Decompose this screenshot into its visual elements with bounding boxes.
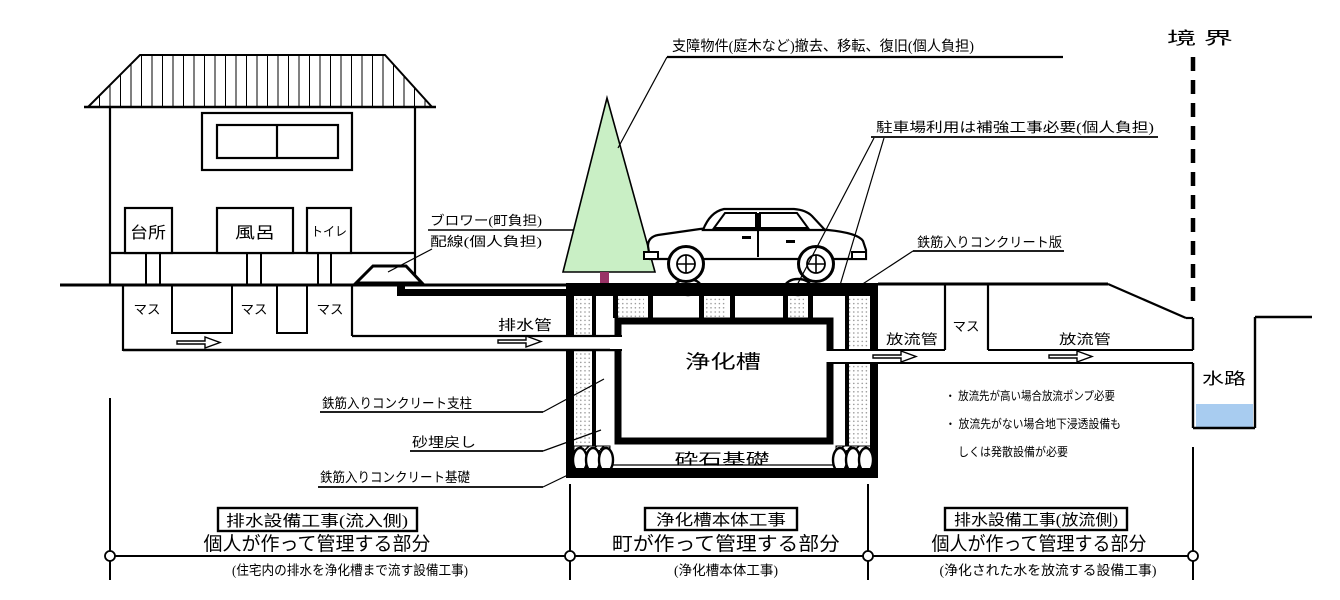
slab-label: 鉄筋入りコンクリート版 <box>917 234 1062 250</box>
wiring-leader <box>387 248 433 273</box>
car-front-bumper <box>643 251 659 260</box>
kitchen-room <box>123 206 174 255</box>
septic-tank: 浄化槽 砕石基礎 <box>566 283 878 478</box>
masu-label-2: マス <box>241 302 268 317</box>
section-tank-title: 浄化槽本体工事 <box>656 511 786 529</box>
pillar-leader <box>542 378 605 413</box>
tree <box>561 94 657 285</box>
gravel-base-label: 砕石基礎 <box>675 451 770 468</box>
obstruction-label: 支障物件(庭木など)撤去、移転、復旧(個人負担) <box>672 37 974 55</box>
toilet-label: トイレ <box>311 224 347 239</box>
blower-label: ブロワー(町負担) <box>430 213 542 228</box>
parking-label: 駐車場利用は補強工事必要(個人負担) <box>876 120 1154 135</box>
flow-arrow-outflow-1 <box>872 349 919 364</box>
flow-arrow-drain <box>497 334 544 349</box>
car <box>643 207 868 283</box>
foundation-label: 鉄筋入りコンクリート基礎 <box>320 469 470 485</box>
masu-pits <box>171 285 308 334</box>
parking-leader-2 <box>837 137 885 293</box>
masu-label-1: マス <box>134 302 161 317</box>
boundary: 境 界 <box>1167 29 1233 580</box>
right-outflow: マス 放流管 放流管 <box>829 282 1193 364</box>
waterway-water <box>1196 404 1253 427</box>
foundation-stones <box>571 446 875 474</box>
ground-and-excavation: マス マス マス 排水管 <box>60 283 622 352</box>
drain-pipe-label: 排水管 <box>498 318 552 334</box>
house-roof <box>85 54 435 108</box>
top-annotations: 支障物件(庭木など)撤去、移転、復旧(個人負担) 駐車場利用は補強工事必要(個人… <box>617 37 1158 293</box>
car-rear-window <box>759 212 810 229</box>
car-front-wheel <box>667 245 705 283</box>
house-drain-pipes <box>145 253 332 284</box>
blower-unit <box>352 264 426 285</box>
masu-label-4: マス <box>953 319 980 334</box>
bank-slope <box>1107 282 1187 320</box>
section-tank-owner: 町が作って管理する部分 <box>612 533 840 555</box>
car-rear-bumper <box>851 251 867 260</box>
obstruction-leader <box>617 56 668 149</box>
sections: 排水設備工事(流入側) 個人が作って管理する部分 (住宅内の排水を浄化槽まで流す… <box>104 398 1199 580</box>
left-annotations: 鉄筋入りコンクリート支柱 砂埋戻し 鉄筋入りコンクリート基礎 <box>318 378 605 488</box>
note-line-2: ・ 放流先がない場合地下浸透設備も <box>945 416 1121 431</box>
section-inflow: 排水設備工事(流入側) 個人が作って管理する部分 (住宅内の排水を浄化槽まで流す… <box>204 506 468 578</box>
parking-leader-1 <box>794 137 875 290</box>
tree-trunk <box>600 272 609 285</box>
blower-assembly: ブロワー(町負担) 配線(個人負担) <box>352 213 575 296</box>
section-inflow-title: 排水設備工事(流入側) <box>226 512 408 530</box>
tank-top-slab <box>566 283 878 296</box>
car-door-handle-2 <box>786 240 795 243</box>
toilet-room <box>305 206 353 255</box>
tank-neck-band <box>613 296 813 318</box>
section-outflow-title: 排水設備工事(放流側) <box>954 511 1118 529</box>
sand-backfill-columns <box>576 296 869 446</box>
section-outflow: 排水設備工事(放流側) 個人が作って管理する部分 (浄化された水を放流する設備工… <box>932 506 1157 578</box>
sand-backfill-leader <box>542 429 602 452</box>
outflow-pipe-label-2: 放流管 <box>1059 332 1111 347</box>
house: 台所 風呂 トイレ <box>84 54 436 284</box>
foundation-leader <box>542 472 573 488</box>
bath-room <box>215 206 295 255</box>
section-inflow-desc: (住宅内の排水を浄化槽まで流す設備工事) <box>232 563 468 578</box>
tank-label: 浄化槽 <box>685 351 761 373</box>
tank-inner-box <box>614 317 834 445</box>
boundary-label: 境 界 <box>1167 29 1233 48</box>
kitchen-label: 台所 <box>130 224 166 242</box>
wiring-conduit <box>397 284 570 296</box>
waterway-label: 水路 <box>1202 370 1246 388</box>
tank-bottom-slab <box>566 468 878 478</box>
notes: ・ 放流先が高い場合放流ポンプ必要 ・ 放流先がない場合地下浸透設備も しくは発… <box>945 388 1121 459</box>
car-front-window <box>712 212 757 229</box>
section-outflow-owner: 個人が作って管理する部分 <box>932 533 1147 555</box>
waterway: 水路 <box>1191 315 1312 430</box>
section-inflow-owner: 個人が作って管理する部分 <box>204 533 431 555</box>
slab-leader <box>851 250 914 292</box>
wiring-label: 配線(個人負担) <box>430 234 542 249</box>
bath-label: 風呂 <box>235 225 275 242</box>
tree-icon <box>561 94 657 273</box>
slab-hatch-left <box>571 283 613 296</box>
masu-label-3: マス <box>317 302 344 317</box>
note-line-3: しくは発散設備が必要 <box>958 444 1068 459</box>
section-tank-desc: (浄化槽本体工事) <box>674 563 778 578</box>
pillar-label: 鉄筋入りコンクリート支柱 <box>322 395 472 411</box>
sand-backfill-label: 砂埋戻し <box>412 435 476 450</box>
section-tank: 浄化槽本体工事 町が作って管理する部分 (浄化槽本体工事) <box>612 506 840 578</box>
flow-arrow-outflow-2 <box>1048 349 1095 364</box>
flow-arrow-house <box>176 335 223 350</box>
car-rear-wheel <box>797 245 835 283</box>
note-line-1: ・ 放流先が高い場合放流ポンプ必要 <box>945 388 1115 403</box>
section-outflow-desc: (浄化された水を放流する設備工事) <box>940 563 1157 578</box>
car-door-handle-1 <box>742 236 751 239</box>
outflow-pipe-label-1: 放流管 <box>886 332 938 347</box>
